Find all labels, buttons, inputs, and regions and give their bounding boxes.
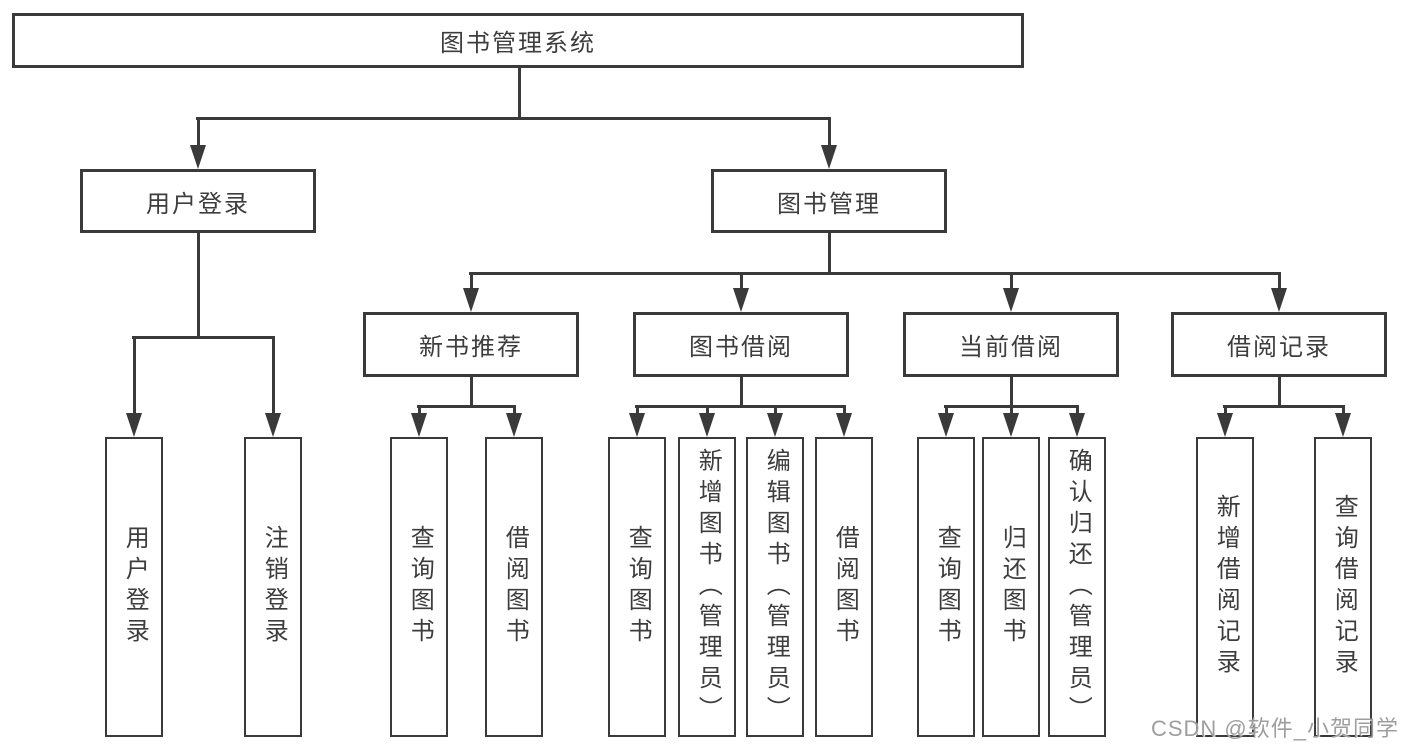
connector-section-drop: [739, 272, 743, 290]
connector-user-login-bar: [132, 336, 275, 339]
connector-section-drop: [1277, 272, 1281, 290]
connector-section-drop: [469, 272, 473, 290]
connector-leaf-drop: [842, 405, 846, 415]
connector-bb-bar: [635, 405, 846, 408]
leaf-label: 借阅图书: [501, 525, 529, 649]
leaf-nbr-query-book: 查询图书: [390, 437, 448, 737]
leaf-cb-query-book: 查询图书: [917, 437, 975, 737]
node-label: 新书推荐: [419, 334, 523, 361]
connector-user-login-stem: [196, 233, 200, 339]
arrow-down-icon: [1335, 413, 1351, 437]
leaf-label: 编辑图书（管理员）: [762, 447, 790, 727]
leaf-br-add-record: 新增借阅记录: [1196, 437, 1254, 737]
node-label: 用户登录: [146, 190, 250, 218]
connector-user-login-drop: [196, 117, 200, 147]
leaf-label: 新增图书（管理员）: [694, 447, 722, 727]
leaf-label: 查询借阅记录: [1330, 494, 1358, 680]
connector-br-bar: [1223, 405, 1345, 408]
connector-br-stem: [1277, 377, 1281, 408]
leaf-label: 查询图书: [406, 525, 434, 649]
leaf-cb-return-book: 归还图书: [982, 437, 1040, 737]
connector-book-mgmt-stem: [827, 233, 831, 275]
arrow-down-icon: [629, 413, 645, 437]
node-current-borrow: 当前借阅: [903, 312, 1119, 377]
connector-leaf-drop: [512, 405, 516, 415]
watermark: CSDN @软件_小贺同学: [1150, 716, 1399, 741]
arrow-down-icon: [265, 413, 281, 437]
connector-leaf-drop: [417, 405, 421, 415]
connector-section-drop: [1009, 272, 1013, 290]
leaf-label: 借阅图书: [831, 525, 859, 649]
connector-leaf-drop: [1341, 405, 1345, 415]
node-root-library-system: 图书管理系统: [12, 13, 1024, 68]
connector-leaf-drop: [635, 405, 639, 415]
connector-nbr-bar: [417, 405, 516, 408]
connector-level2-bar: [196, 117, 831, 120]
leaf-cb-confirm-return-admin: 确认归还（管理员）: [1048, 437, 1106, 737]
leaf-label: 注销登录: [260, 525, 288, 649]
connector-cb-stem: [1009, 377, 1013, 408]
connector-root-stem: [517, 68, 521, 120]
leaf-label: 用户登录: [121, 525, 149, 649]
leaf-bb-query-book: 查询图书: [608, 437, 666, 737]
arrow-down-icon: [190, 145, 206, 169]
node-borrow-record: 借阅记录: [1171, 312, 1387, 377]
leaf-logout: 注销登录: [244, 437, 302, 737]
arrow-down-icon: [767, 413, 783, 437]
node-label: 图书管理: [777, 190, 881, 218]
arrow-down-icon: [126, 413, 142, 437]
leaf-nbr-borrow-book: 借阅图书: [485, 437, 543, 737]
node-book-management: 图书管理: [711, 169, 947, 233]
leaf-label: 归还图书: [998, 525, 1026, 649]
connector-leaf-drop: [1009, 405, 1013, 415]
connector-leaf-drop: [132, 336, 136, 415]
connector-leaf-drop: [1223, 405, 1227, 415]
leaf-label: 确认归还（管理员）: [1064, 447, 1092, 727]
arrow-down-icon: [1271, 288, 1287, 312]
leaf-br-query-record: 查询借阅记录: [1314, 437, 1372, 737]
connector-level3-bar: [469, 272, 1281, 275]
node-new-book-recommend: 新书推荐: [363, 312, 579, 377]
connector-book-mgmt-drop: [827, 117, 831, 147]
arrow-down-icon: [938, 413, 954, 437]
leaf-bb-edit-book-admin: 编辑图书（管理员）: [746, 437, 804, 737]
arrow-down-icon: [699, 413, 715, 437]
node-label: 图书借阅: [689, 334, 793, 361]
leaf-bb-borrow-book: 借阅图书: [815, 437, 873, 737]
arrow-down-icon: [836, 413, 852, 437]
connector-bb-stem: [739, 377, 743, 408]
arrow-down-icon: [506, 413, 522, 437]
connector-leaf-drop: [271, 336, 275, 415]
leaf-bb-add-book-admin: 新增图书（管理员）: [678, 437, 736, 737]
arrow-down-icon: [1003, 413, 1019, 437]
leaf-user-login: 用户登录: [105, 437, 163, 737]
leaf-label: 查询图书: [624, 525, 652, 649]
connector-leaf-drop: [773, 405, 777, 415]
connector-nbr-stem: [469, 377, 473, 408]
connector-leaf-drop: [944, 405, 948, 415]
arrow-down-icon: [733, 288, 749, 312]
arrow-down-icon: [1217, 413, 1233, 437]
arrow-down-icon: [821, 145, 837, 169]
node-label: 借阅记录: [1227, 334, 1331, 361]
arrow-down-icon: [463, 288, 479, 312]
arrow-down-icon: [411, 413, 427, 437]
leaf-label: 新增借阅记录: [1212, 494, 1240, 680]
arrow-down-icon: [1069, 413, 1085, 437]
leaf-label: 查询图书: [933, 525, 961, 649]
node-label: 图书管理系统: [440, 30, 596, 57]
connector-leaf-drop: [705, 405, 709, 415]
node-user-login: 用户登录: [80, 169, 316, 233]
node-label: 当前借阅: [959, 334, 1063, 361]
node-book-borrow: 图书借阅: [633, 312, 849, 377]
arrow-down-icon: [1003, 288, 1019, 312]
connector-leaf-drop: [1075, 405, 1079, 415]
